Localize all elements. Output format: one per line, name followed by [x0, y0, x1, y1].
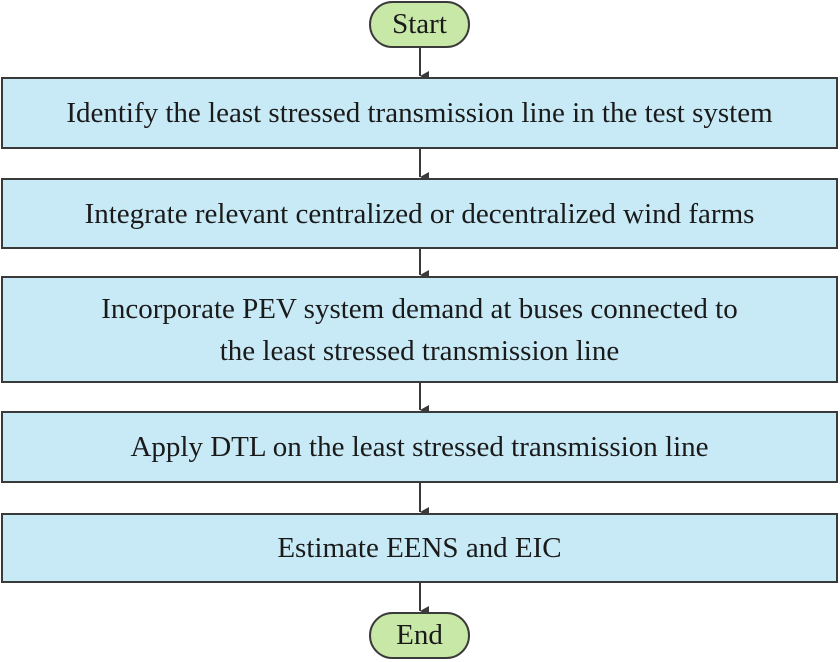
step-incorporate-pev-demand: Incorporate PEV system demand at buses c…: [1, 276, 838, 383]
step-3-text-line-1: Incorporate PEV system demand at buses c…: [101, 292, 738, 325]
step-3-text-line-2: the least stressed transmission line: [219, 334, 620, 367]
step-4-text: Apply DTL on the least stressed transmis…: [130, 431, 709, 463]
step-5-text: Estimate EENS and EIC: [277, 532, 562, 564]
step-integrate-wind-farms: Integrate relevant centralized or decent…: [1, 178, 838, 249]
end-node: End: [369, 612, 470, 659]
step-2-text: Integrate relevant centralized or decent…: [84, 197, 755, 230]
step-identify-line: Identify the least stressed transmission…: [1, 77, 838, 149]
step-1-text: Identify the least stressed transmission…: [66, 97, 773, 129]
end-label: End: [396, 619, 443, 651]
start-label: Start: [392, 8, 447, 40]
start-node: Start: [369, 1, 470, 48]
step-apply-dtl: Apply DTL on the least stressed transmis…: [1, 411, 838, 483]
step-estimate-eens-eic: Estimate EENS and EIC: [1, 513, 838, 583]
